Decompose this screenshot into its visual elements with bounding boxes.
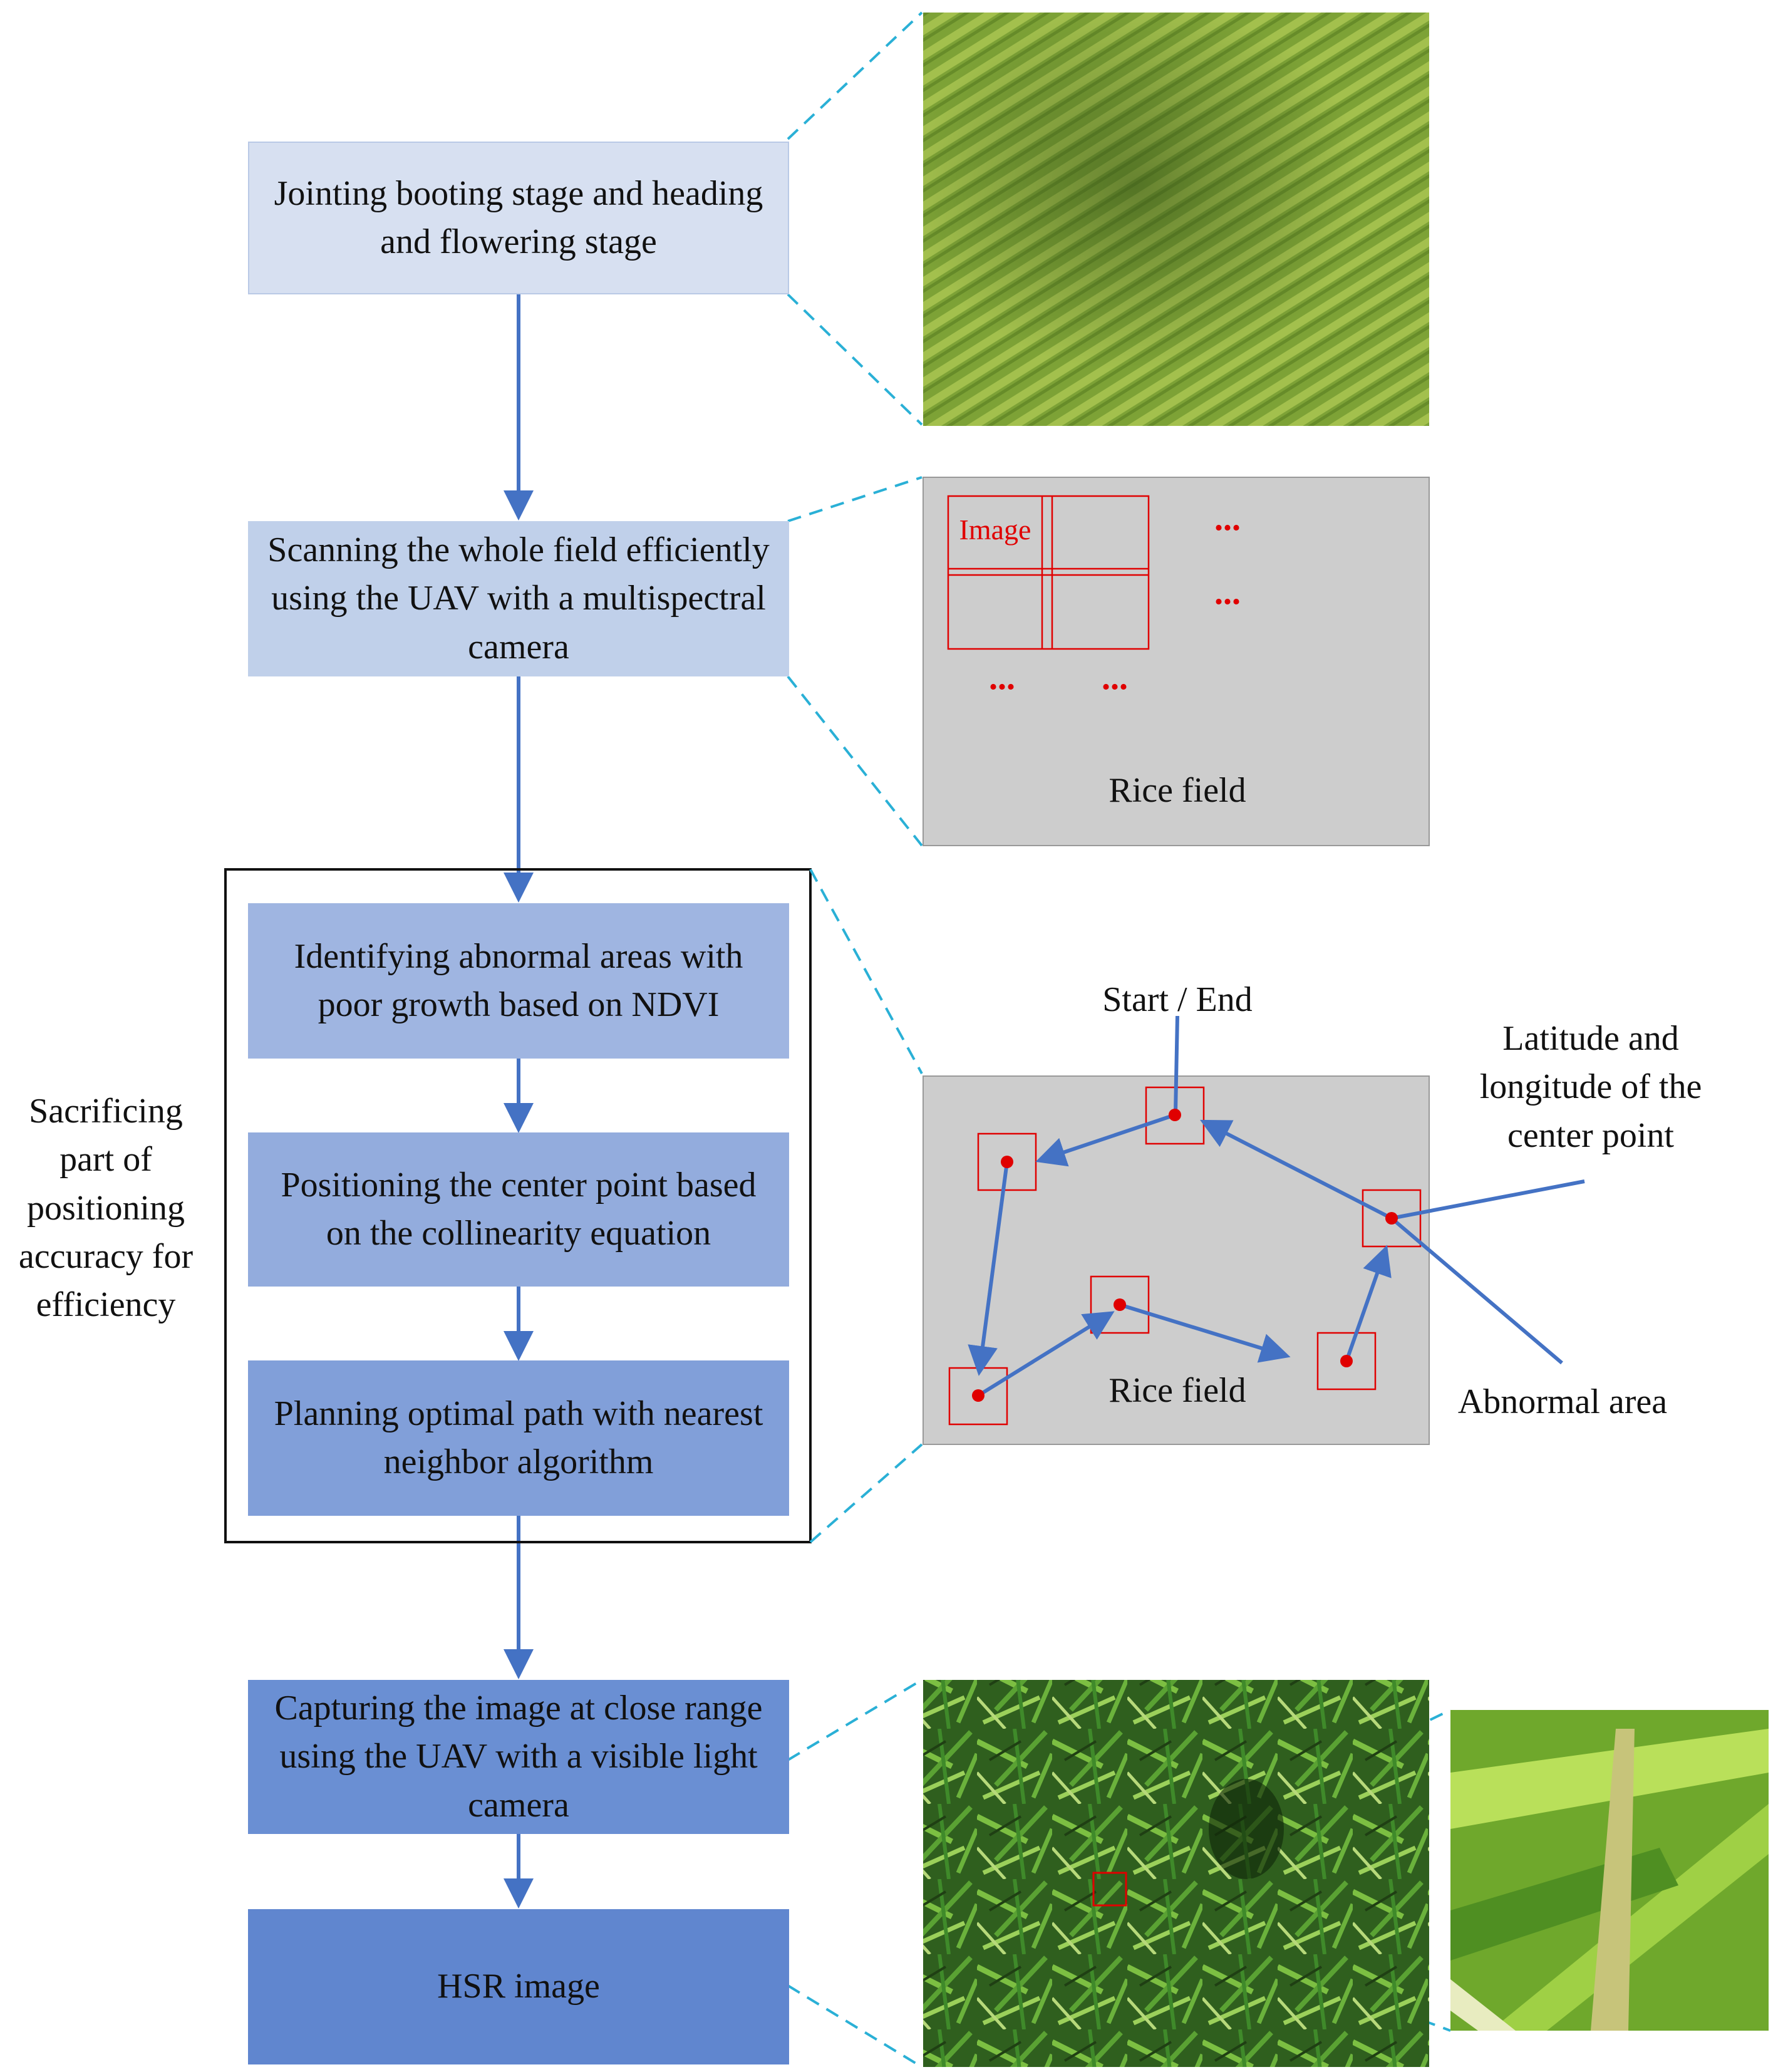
path-field-label: Rice field [1109,1371,1246,1410]
step-scanning: Scanning the whole field efficiently usi… [248,521,789,676]
scan-panel [923,477,1430,846]
step-capturing-text: Capturing the image at close range using… [274,1689,763,1825]
step-planning: Planning optimal path with nearest neigh… [248,1360,789,1516]
step-hsr: HSR image [248,1909,789,2064]
path-panel [923,1015,1585,1445]
step-scanning-text: Scanning the whole field efficiently usi… [267,531,770,666]
step-jointing: Jointing booting stage and heading and f… [248,142,789,294]
step-hsr-text: HSR image [437,1967,600,2006]
start-end-label: Start / End [1102,980,1253,1019]
step-planning-text: Planning optimal path with nearest neigh… [274,1394,763,1481]
step-capturing: Capturing the image at close range using… [248,1680,789,1834]
zoomed-detail-image [1450,1710,1769,2031]
zoom-region-box [1092,1872,1127,1907]
scan-dots-3: ... [989,658,1015,697]
lat-long-label: Latitude and longitude of the center poi… [1479,1019,1702,1155]
optimal-path [968,1015,1585,1397]
scan-dots-1: ... [1214,499,1241,538]
step-identifying: Identifying abnormal areas with poor gro… [248,903,789,1059]
abnormal-area-label: Abnormal area [1457,1382,1668,1421]
step-positioning: Positioning the center point based on th… [248,1132,789,1287]
scan-dots-4: ... [1102,658,1128,697]
step-positioning-text: Positioning the center point based on th… [281,1165,757,1253]
aerial-field-image [923,13,1429,426]
scan-image-label: Image [959,514,1031,546]
step-jointing-text: Jointing booting stage and heading and f… [274,174,763,261]
step-identifying-text: Identifying abnormal areas with poor gro… [294,936,743,1024]
close-range-image [923,1680,1429,2067]
image-tile-grid [947,495,1150,650]
scan-field-label: Rice field [1109,771,1246,810]
scan-dots-2: ... [1214,573,1241,612]
group-outline [224,868,812,1543]
center-points [972,1109,1398,1402]
side-label: Sacrificing part of positioning accuracy… [18,1092,194,1325]
